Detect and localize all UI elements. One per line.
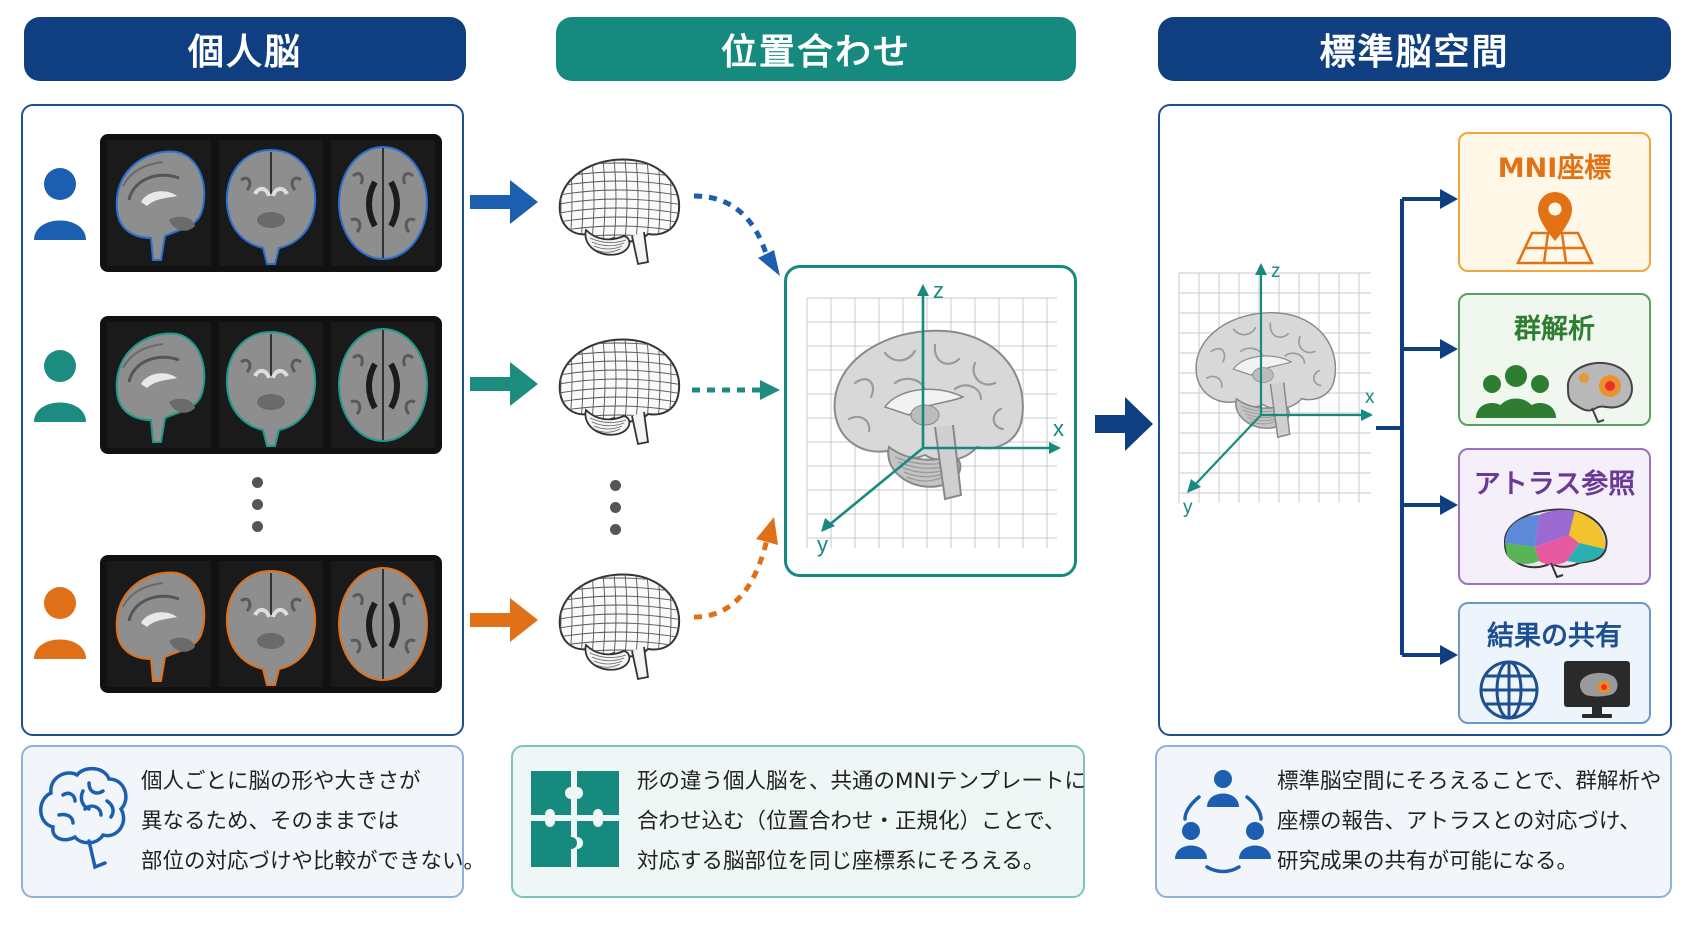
desc-middle-line-3: 対応する脳部位を同じ座標系にそろえる。 (637, 849, 1045, 874)
mri-strip-subject-1 (100, 134, 442, 272)
dashed-arrow-icon (693, 517, 778, 620)
card-group-title: 群解析 (1514, 314, 1595, 345)
mri-slice-sagittal (107, 140, 211, 266)
mri-slice-coronal (219, 561, 323, 687)
globe-icon (1479, 660, 1538, 720)
wireframe-brain-icon (558, 338, 681, 446)
axis-label-x: x (1365, 387, 1375, 408)
card-mni-coordinates: MNI座標 (1458, 132, 1651, 272)
desc-right-line-3: 研究成果の共有が可能になる。 (1277, 849, 1579, 874)
mri-slice-sagittal (107, 561, 211, 687)
card-result-sharing: 結果の共有 (1458, 602, 1651, 724)
axis-label-y: y (1183, 497, 1193, 518)
standard-brain-3d: z x y (1178, 261, 1375, 518)
person-icon (34, 168, 86, 240)
header-individual-brain: 個人脳 (24, 17, 466, 81)
desc-left-line-3: 部位の対応づけや比較ができない。 (141, 849, 486, 874)
mri-slice-coronal (219, 140, 323, 266)
card-group-analysis: 群解析 (1458, 293, 1651, 426)
ellipsis-dots (609, 480, 623, 546)
desc-left-line-1: 個人ごとに脳の形や大きさが (141, 769, 421, 794)
header-individual-label: 個人脳 (187, 32, 302, 73)
arrow-right-icon (470, 362, 538, 406)
desc-right-line-1: 標準脳空間にそろえることで、群解析や (1277, 769, 1662, 794)
axis-label-z: z (1271, 261, 1281, 282)
dashed-arrow-icon (692, 380, 780, 400)
mri-strip-subject-2 (100, 316, 442, 454)
group-icon (1475, 361, 1633, 424)
description-individual: 個人ごとに脳の形や大きさが 異なるため、そのままでは 部位の対応づけや比較ができ… (21, 745, 485, 898)
header-standard-space: 標準脳空間 (1158, 17, 1671, 81)
ellipsis-dots (251, 477, 265, 543)
card-mni-title: MNI座標 (1497, 153, 1612, 184)
header-registration: 位置合わせ (556, 17, 1076, 81)
arrow-right-icon (1095, 397, 1153, 451)
arrow-right-icon (470, 180, 538, 224)
mri-strip-subject-3 (100, 555, 442, 693)
mri-slice-axial (331, 561, 435, 687)
monitor-icon (1563, 661, 1630, 718)
card-atlas-title: アトラス参照 (1473, 469, 1636, 500)
mri-slice-axial (331, 140, 435, 266)
branch-connector (1376, 189, 1458, 665)
brain-outline-icon (39, 766, 128, 870)
desc-middle-line-1: 形の違う個人脳を、共通のMNIテンプレートに (637, 769, 1086, 794)
map-pin-icon (1515, 192, 1594, 265)
description-standard: 標準脳空間にそろえることで、群解析や 座標の報告、アトラスとの対応づけ、 研究成… (1155, 745, 1672, 898)
mri-slice-coronal (219, 322, 323, 448)
desc-right-line-2: 座標の報告、アトラスとの対応づけ、 (1277, 809, 1641, 834)
wireframe-brain-icon (558, 573, 681, 681)
desc-left-line-2: 異なるため、そのままでは (141, 809, 400, 834)
axis-label-z: z (933, 278, 944, 303)
mri-slice-sagittal (107, 322, 211, 448)
card-atlas-reference: アトラス参照 (1458, 448, 1651, 585)
description-registration: 形の違う個人脳を、共通のMNIテンプレートに 合わせ込む（位置合わせ・正規化）こ… (511, 745, 1086, 898)
desc-middle-line-2: 合わせ込む（位置合わせ・正規化）ことで、 (637, 809, 1066, 834)
header-standard-label: 標準脳空間 (1319, 32, 1510, 73)
dashed-arrow-icon (693, 193, 780, 276)
axis-label-y: y (817, 532, 828, 557)
arrow-right-icon (470, 598, 538, 642)
template-brain-3d: z x y (806, 278, 1064, 557)
axis-label-x: x (1053, 416, 1064, 441)
puzzle-icon (531, 771, 619, 867)
card-share-title: 結果の共有 (1487, 621, 1622, 652)
header-registration-label: 位置合わせ (720, 32, 911, 73)
wireframe-brain-icon (558, 158, 681, 266)
mri-slice-axial (331, 322, 435, 448)
person-icon (34, 350, 86, 422)
atlas-brain-icon (1503, 508, 1607, 579)
people-network-icon (1175, 770, 1271, 874)
person-icon (34, 587, 86, 659)
mni-template-box: z x y (784, 265, 1077, 577)
